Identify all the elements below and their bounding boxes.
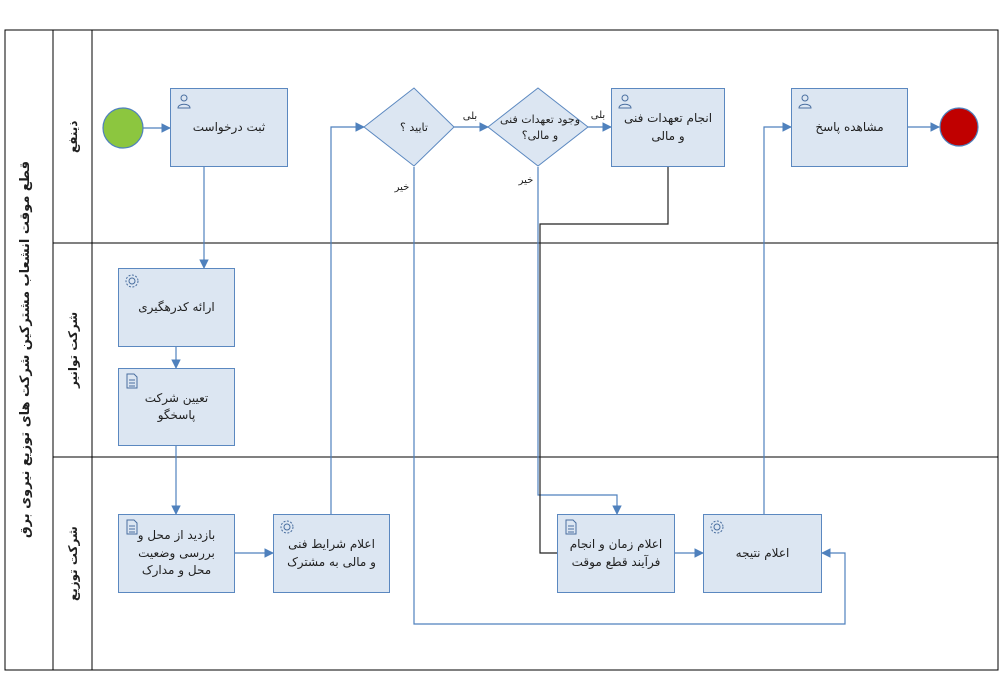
gear-icon: [125, 274, 139, 288]
flow-obligations-no: [537, 167, 622, 515]
user-icon: [798, 94, 812, 109]
gear-icon: [280, 520, 294, 534]
lane-label-stakeholder: ذینفع: [66, 120, 80, 153]
label-no-1: خیر: [394, 182, 410, 193]
flow-conditions-approve: [330, 122, 365, 514]
document-icon: [126, 373, 138, 389]
task-label: بازدید از محل و بررسی وضعیت محل و مدارک: [137, 528, 216, 578]
task-announce-time[interactable]: اعلام زمان و انجام فرآیند قطع موقت: [557, 514, 675, 593]
gateway-approve: [363, 87, 455, 167]
user-icon: [177, 94, 191, 109]
task-label: ثبت درخواست: [192, 119, 266, 134]
task-label: اعلام نتیجه: [735, 545, 790, 560]
lane-label-distribution: شرکت توزیع: [66, 526, 80, 601]
task-provide-tracking-code[interactable]: ارائه کدرهگیری: [118, 268, 235, 347]
task-assign-responding-company[interactable]: تعیین شرکت پاسخگو: [118, 368, 235, 446]
pool-border: [4, 29, 999, 671]
sequence-flows: [143, 122, 940, 625]
task-announce-conditions[interactable]: اعلام شرایط فنی و مالی به مشترک: [273, 514, 390, 593]
end-event: [939, 107, 979, 147]
label-no-2: خیر: [518, 175, 534, 186]
pool-title: قطع موقت انشعاب مشترکین شرکت های توزیع ن…: [18, 161, 33, 539]
gateway-obligations: [487, 87, 589, 167]
gateway-obligations-label-1: وجود تعهدات فنی: [500, 113, 580, 126]
task-label: مشاهده پاسخ: [815, 119, 884, 134]
document-icon: [565, 519, 577, 535]
task-label: اعلام زمان و انجام فرآیند قطع موقت: [569, 537, 663, 569]
label-yes-2: بلی: [591, 110, 605, 121]
task-announce-result[interactable]: اعلام نتیجه: [703, 514, 822, 593]
task-view-response[interactable]: مشاهده پاسخ: [791, 88, 908, 167]
user-icon: [618, 94, 632, 109]
flow-approve-no: [413, 167, 846, 625]
gateway-approve-label: تایید ؟: [400, 121, 428, 134]
flow-perform-time: [539, 167, 669, 554]
lane-label-tavanir: شرکت توانیر: [66, 311, 80, 389]
gear-icon: [710, 520, 724, 534]
label-yes-1: بلی: [463, 111, 477, 122]
task-perform-obligations[interactable]: انجام تعهدات فنی و مالی: [611, 88, 725, 167]
task-label: اعلام شرایط فنی و مالی به مشترک: [287, 537, 376, 569]
task-register-request[interactable]: ثبت درخواست: [170, 88, 288, 167]
task-label: ارائه کدرهگیری: [138, 299, 215, 314]
task-label: انجام تعهدات فنی و مالی: [623, 111, 713, 143]
task-site-visit[interactable]: بازدید از محل و بررسی وضعیت محل و مدارک: [118, 514, 235, 593]
task-label: تعیین شرکت پاسخگو: [144, 390, 209, 422]
document-icon: [126, 519, 138, 535]
start-event: [102, 107, 144, 149]
flow-result-view: [763, 122, 792, 514]
gateway-obligations-label-2: و مالی؟: [522, 129, 558, 142]
